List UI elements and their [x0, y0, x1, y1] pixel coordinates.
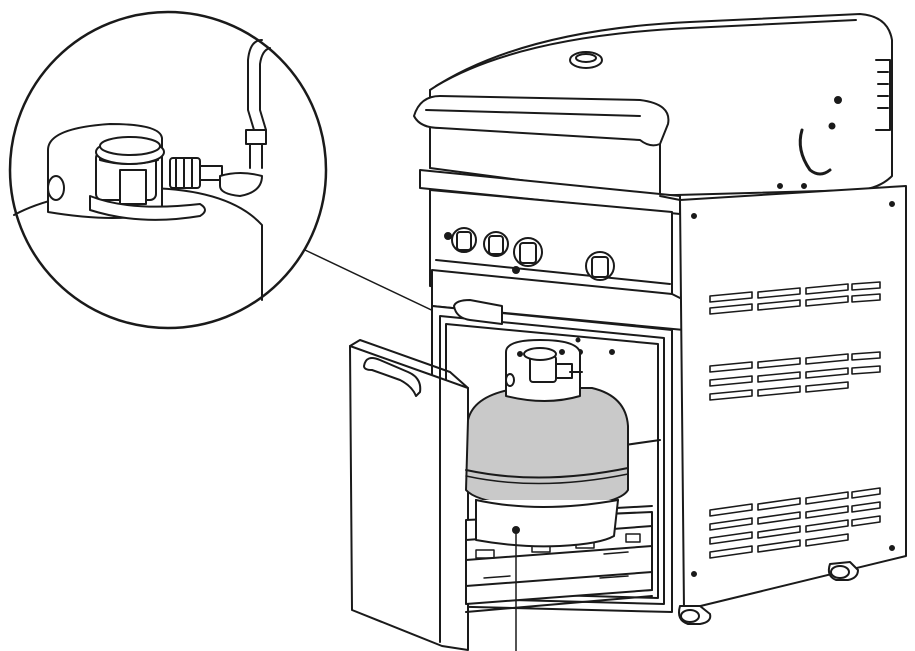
propane-tank-icon: [465, 387, 629, 651]
caster-wheel-icon: [678, 561, 859, 625]
cabinet-door-icon: [349, 339, 469, 651]
control-knob-icon: [444, 227, 615, 281]
grill-hood-icon: [413, 13, 893, 197]
detail-magnifier-icon: [8, 10, 521, 353]
control-panel: [419, 169, 685, 331]
tank-valve-icon: [505, 339, 583, 402]
